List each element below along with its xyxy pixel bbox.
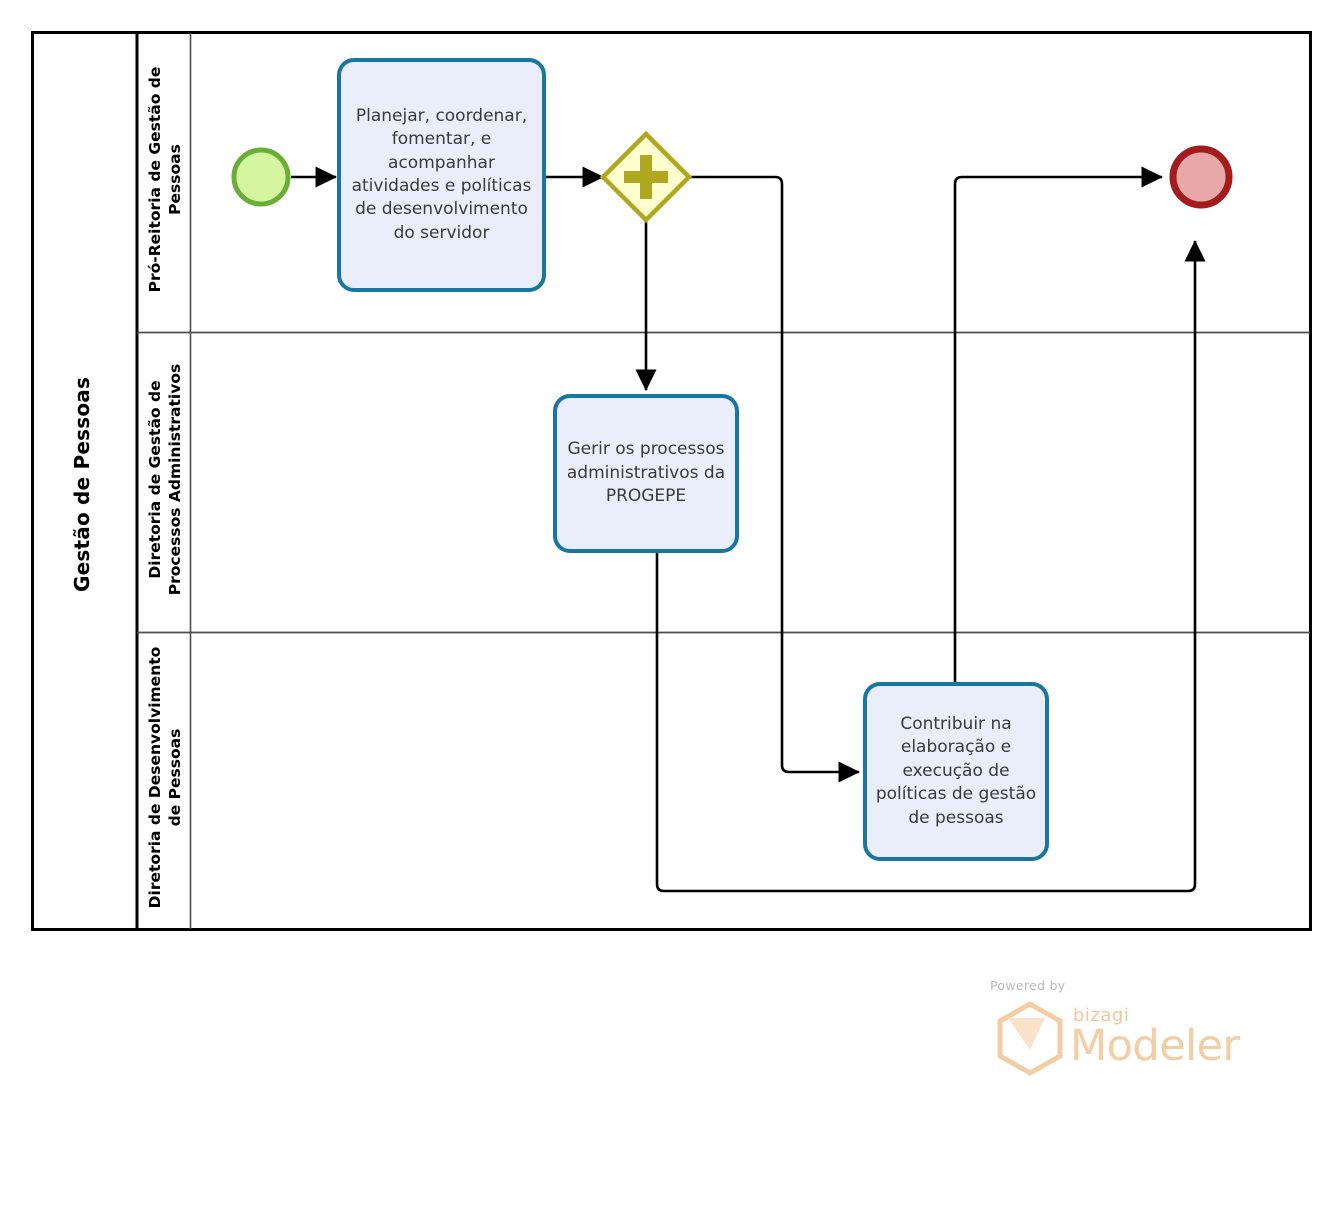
lane-title-3: Diretoria de Desenvolvimento de Pessoas (146, 646, 184, 909)
start-event (231, 147, 291, 207)
bizagi-logo-icon (997, 1001, 1063, 1076)
task-planejar (337, 58, 546, 292)
task-contribuir-label: Contribuir na elaboração e execução de p… (875, 713, 1037, 828)
task-planejar-label: Planejar, coordenar, fomentar, e acompan… (351, 105, 532, 243)
bizagi-modeler-label: Modeler (1070, 1021, 1240, 1071)
bizagi-brand-label: bizagi (1073, 1005, 1130, 1026)
flow-gerir-end (655, 240, 1206, 893)
powered-by-label: Powered by (990, 978, 1066, 993)
end-event (1169, 145, 1233, 209)
pool-border (31, 31, 1312, 931)
task-contribuir (863, 682, 1049, 861)
lane-title-2: Diretoria de Gestão de Processos Adminis… (146, 363, 184, 596)
flow-contribuir-end (953, 166, 1163, 684)
pool-title: Gestão de Pessoas (70, 376, 94, 592)
plus-icon (624, 155, 668, 199)
task-gerir-label: Gerir os processos administrativos da PR… (566, 439, 726, 507)
task-gerir (553, 394, 739, 553)
flow-gateway-contribuir (689, 175, 860, 783)
lane-title-1: Pró-Reitoria de Gestão de Pessoas (146, 66, 184, 293)
